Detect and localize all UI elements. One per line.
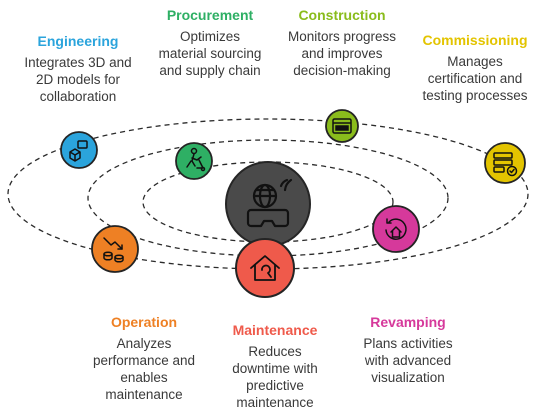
phase-description: Optimizes material sourcing and supply c… (158, 29, 262, 78)
operation-circle (91, 225, 139, 273)
node-operation (91, 225, 139, 273)
phase-title: Construction (298, 7, 386, 23)
phase-description: Manages certification and testing proces… (422, 54, 528, 103)
node-procurement (175, 142, 213, 180)
node-maintenance (235, 238, 295, 298)
label-operation: Operation Analyzes performance and enabl… (74, 314, 214, 403)
maintenance-circle (235, 238, 295, 298)
revamping-circle (372, 205, 420, 253)
phase-description: Analyzes performance and enables mainten… (92, 336, 196, 402)
phase-title: Maintenance (232, 322, 318, 338)
phase-title: Revamping (370, 314, 446, 330)
hub-node (225, 161, 311, 247)
home-refresh-icon (385, 218, 407, 240)
phase-description: Plans activities with advanced visualiza… (363, 336, 453, 385)
phase-description: Monitors progress and improves decision-… (287, 29, 397, 78)
label-construction: Construction Monitors progress and impro… (268, 7, 416, 79)
node-construction (325, 109, 359, 143)
node-revamping (372, 205, 420, 253)
phase-title: Procurement (166, 7, 254, 23)
commissioning-circle (484, 142, 526, 184)
chart-coins-icon (103, 237, 124, 263)
server-check-icon (493, 152, 518, 177)
node-engineering (60, 131, 98, 169)
phase-title: Engineering (37, 33, 119, 49)
3d-model-icon (69, 140, 88, 162)
vr-headset-globe-icon (246, 178, 293, 228)
house-wrench-icon (250, 255, 280, 281)
hand-truck-icon (186, 147, 206, 172)
progress-dashboard-icon (332, 118, 352, 134)
label-revamping: Revamping Plans activities with advanced… (338, 314, 478, 386)
label-engineering: Engineering Integrates 3D and 2D models … (8, 33, 148, 105)
label-maintenance: Maintenance Reduces downtime with predic… (205, 322, 345, 411)
label-commissioning: Commissioning Manages certification and … (405, 32, 545, 104)
label-procurement: Procurement Optimizes material sourcing … (140, 7, 280, 79)
phase-description: Reduces downtime with predictive mainten… (232, 344, 318, 410)
phase-description: Integrates 3D and 2D models for collabor… (24, 55, 132, 104)
phase-title: Operation (110, 314, 178, 330)
phase-title: Commissioning (422, 32, 528, 48)
engineering-circle (60, 131, 98, 169)
node-commissioning (484, 142, 526, 184)
